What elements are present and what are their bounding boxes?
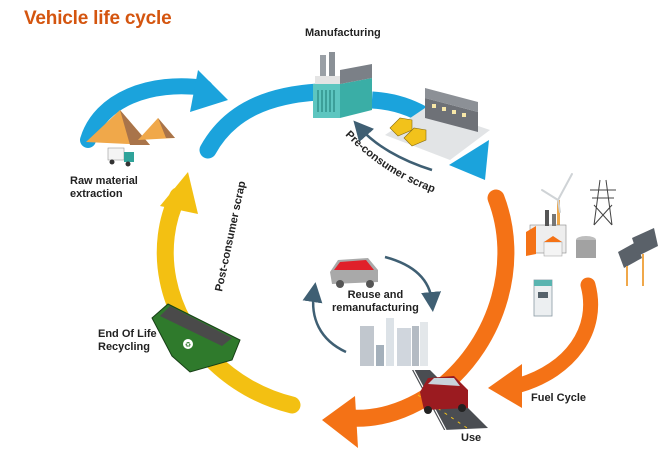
- orange-arrow-fuel-cycle-head: [488, 364, 522, 408]
- orange-arrow-use-head: [322, 396, 358, 448]
- yellow-arrow-post-consumer-head: [160, 172, 198, 214]
- fuel-pump-icon: [533, 279, 553, 317]
- city-buildings-icon: [360, 318, 428, 366]
- car-lot-icon: [385, 88, 490, 160]
- yellow-arrow-post-consumer: [156, 187, 301, 414]
- wind-turbine-icon: [541, 173, 573, 230]
- svg-text:♻: ♻: [185, 341, 191, 349]
- sand-pile-icon: [86, 110, 175, 145]
- post-consumer-scrap-label: Post-consumer scrap: [213, 180, 248, 293]
- label-reuse-line2: remanufacturing: [332, 302, 419, 314]
- label-end-of-life-line1: End Of Life: [98, 328, 157, 340]
- label-use: Use: [461, 432, 482, 444]
- recycling-bin-icon: ♻: [151, 303, 241, 373]
- label-manufacturing: Manufacturing: [305, 27, 381, 39]
- blue-arrow-extraction: [80, 78, 213, 148]
- label-raw-material-line1: Raw material: [70, 175, 138, 187]
- power-plant-icon: [526, 210, 596, 258]
- solar-panel-icon: [618, 228, 658, 286]
- truck-icon: [107, 147, 134, 167]
- blue-arrow-extraction-head: [190, 70, 228, 112]
- road-car-icon: [412, 369, 488, 431]
- blue-arrow-manufacturing-head: [449, 140, 489, 180]
- label-reuse: Reuse and remanufacturing: [332, 289, 419, 315]
- factory-icon: [313, 52, 372, 118]
- reuse-car-icon: [330, 258, 378, 288]
- label-end-of-life: End Of Life Recycling: [98, 328, 157, 354]
- reuse-arrow-left: [302, 282, 347, 354]
- orange-arrow-use: [341, 189, 515, 427]
- label-fuel-cycle: Fuel Cycle: [531, 392, 587, 404]
- power-pylon-icon: [590, 179, 616, 226]
- diagram-title: Vehicle life cycle: [24, 8, 172, 29]
- label-raw-material-line2: extraction: [70, 188, 123, 200]
- blue-arrow-to-manufacturing: [199, 83, 327, 159]
- pre-consumer-scrap-arrow: [353, 120, 433, 172]
- label-end-of-life-line2: Recycling: [98, 341, 150, 353]
- label-raw-material: Raw material extraction: [70, 175, 138, 201]
- label-reuse-line1: Reuse and: [347, 289, 404, 301]
- reuse-arrow-right: [384, 255, 442, 312]
- orange-arrow-fuel-cycle: [512, 277, 599, 393]
